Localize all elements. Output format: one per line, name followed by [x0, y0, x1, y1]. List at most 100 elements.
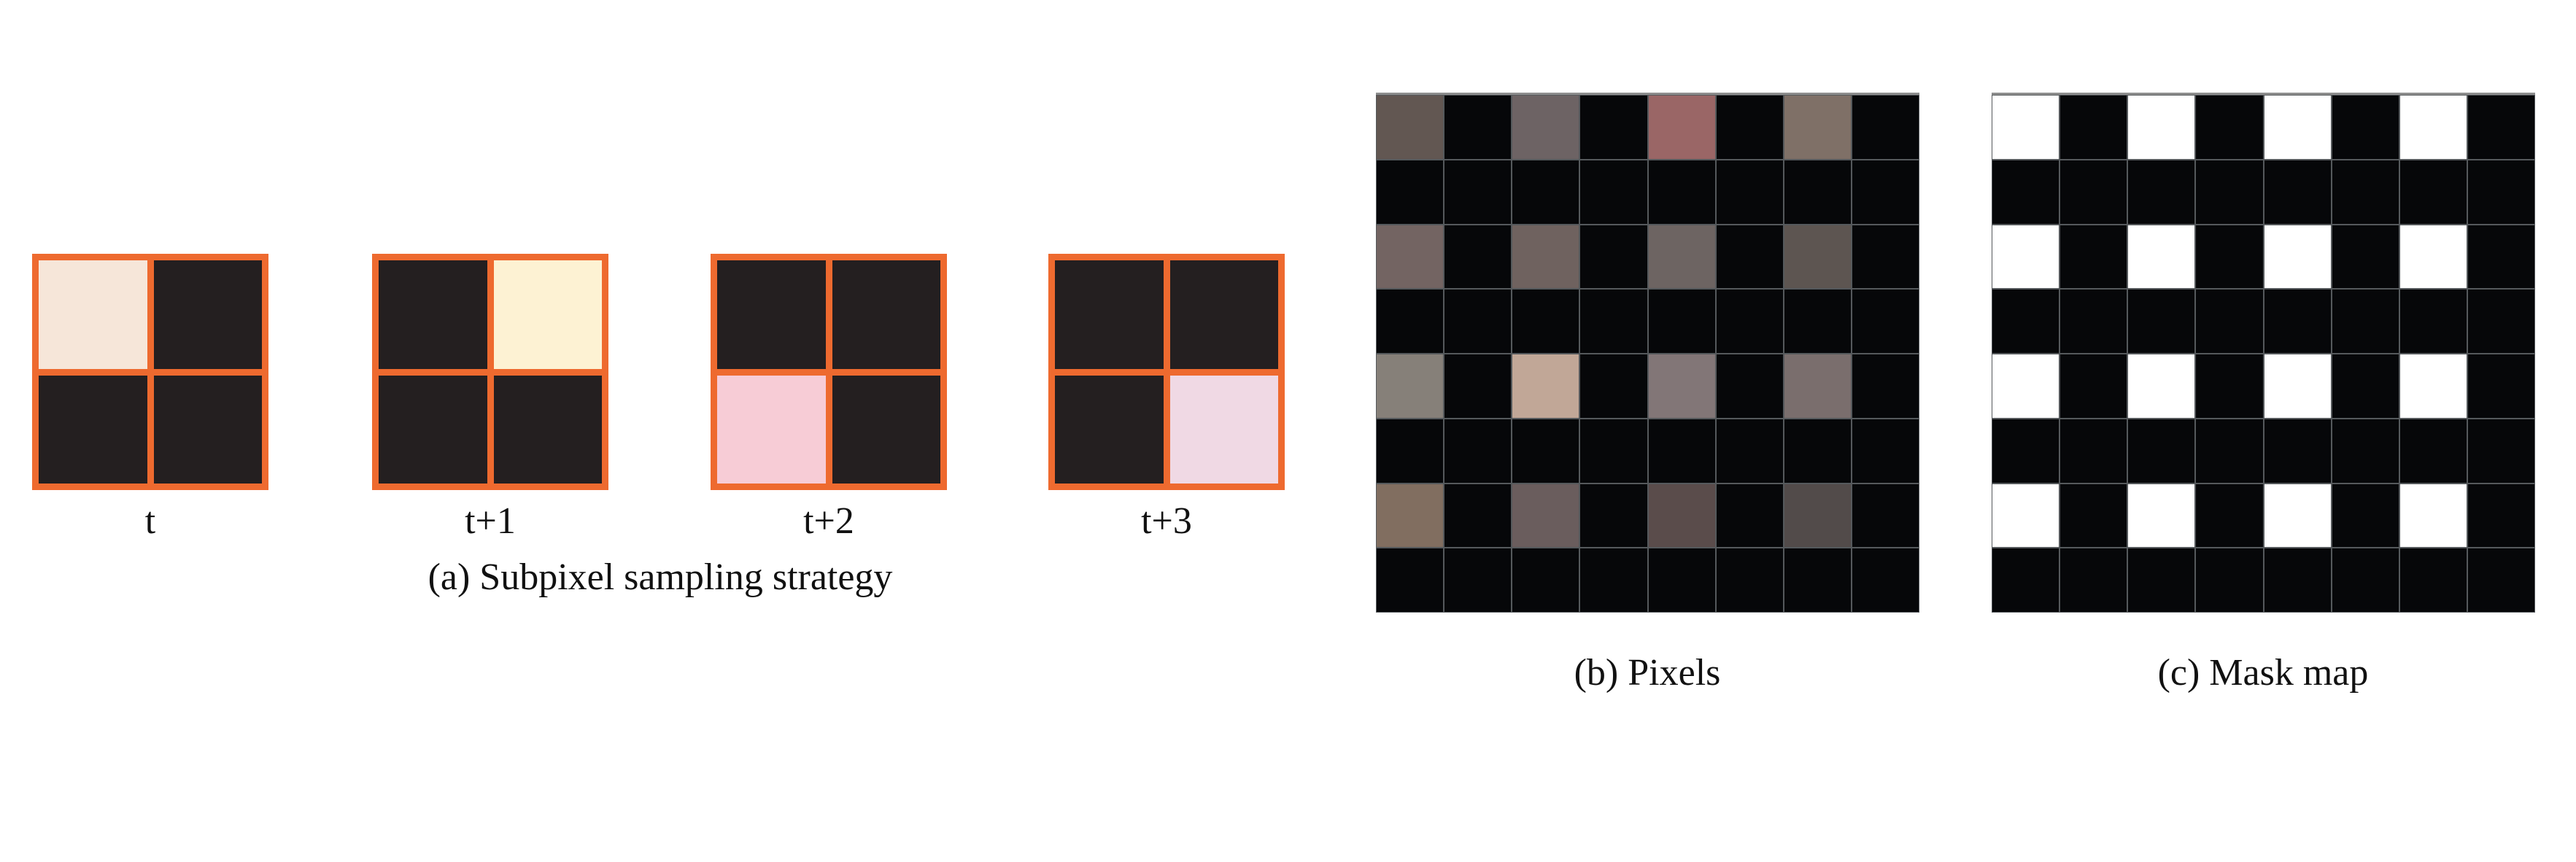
pixel [1851, 483, 1919, 548]
pixel [1647, 289, 1716, 354]
caption-subpixel-sampling: (a) Subpixel sampling strategy [428, 556, 893, 598]
pixel [1851, 224, 1919, 290]
mask-cell-off [2263, 418, 2332, 484]
pixel [1579, 548, 1648, 613]
mask-cell-on [2263, 483, 2332, 548]
pixel [1851, 95, 1919, 160]
mask-cell-off [2059, 354, 2128, 419]
mask-cell-off [2467, 483, 2535, 548]
mask-cell-off [2195, 159, 2264, 225]
subpixel [153, 260, 262, 369]
pixel [1444, 483, 1512, 548]
mask-cell-on [1992, 483, 2060, 548]
mask-cell-on [2399, 224, 2467, 290]
sampled-subpixel [1169, 375, 1278, 484]
frame-label-t: t [144, 500, 156, 542]
mask-cell-on [2399, 483, 2467, 548]
mask-cell-off [2059, 95, 2128, 160]
sampled-pixel [1512, 483, 1580, 548]
subpixel-frame-t2 [711, 254, 947, 490]
pixel [1783, 289, 1852, 354]
subpixel-frame-t3 [1048, 254, 1285, 490]
mask-cell-on [2263, 224, 2332, 290]
mask-cell-off [2263, 548, 2332, 613]
mask-cell-on [2399, 95, 2467, 160]
mask-cell-off [2331, 224, 2399, 290]
sampled-pixel [1647, 95, 1716, 160]
sampled-pixel [1512, 224, 1580, 290]
subpixel-frame-t [32, 254, 268, 490]
pixel [1579, 483, 1648, 548]
sampled-pixel [1376, 224, 1444, 290]
mask-cell-on [2127, 483, 2196, 548]
mask-cell-off [1992, 548, 2060, 613]
pixel [1444, 548, 1512, 613]
subpixel [379, 260, 487, 369]
mask-cell-on [1992, 224, 2060, 290]
pixel [1444, 354, 1512, 419]
pixel [1376, 418, 1444, 484]
sampled-pixel [1376, 483, 1444, 548]
pixel [1851, 159, 1919, 225]
pixel [1512, 548, 1580, 613]
sampled-subpixel [717, 375, 826, 484]
pixel [1851, 418, 1919, 484]
sampled-pixel [1376, 354, 1444, 419]
mask-cell-off [2331, 289, 2399, 354]
pixel [1715, 483, 1784, 548]
mask-cell-off [2467, 548, 2535, 613]
mask-cell-off [2127, 159, 2196, 225]
caption-pixels: (b) Pixels [1574, 652, 1721, 694]
sampled-pixel [1783, 483, 1852, 548]
mask-cell-off [2331, 483, 2399, 548]
mask-cell-off [2467, 224, 2535, 290]
mask-cell-off [2331, 548, 2399, 613]
mask-cell-off [2059, 289, 2128, 354]
sampled-pixel [1647, 483, 1716, 548]
pixel [1715, 418, 1784, 484]
pixel [1444, 418, 1512, 484]
mask-cell-off [2399, 289, 2467, 354]
mask-cell-off [2195, 418, 2264, 484]
mask-cell-on [2263, 95, 2332, 160]
pixel [1783, 418, 1852, 484]
subpixel [1169, 260, 1278, 369]
subpixel [493, 375, 602, 484]
pixel [1715, 354, 1784, 419]
subpixel [832, 375, 940, 484]
pixel [1579, 224, 1648, 290]
pixel [1647, 548, 1716, 613]
subpixel [1055, 375, 1164, 484]
mask-cell-off [2263, 289, 2332, 354]
pixel [1444, 159, 1512, 225]
mask-cell-off [2059, 224, 2128, 290]
mask-cell-off [1992, 289, 2060, 354]
sampled-pixel [1783, 354, 1852, 419]
subpixel [832, 260, 940, 369]
sampled-pixel [1376, 95, 1444, 160]
pixels-grid [1376, 93, 1919, 613]
mask-cell-off [2127, 548, 2196, 613]
pixel [1715, 224, 1784, 290]
mask-cell-off [2127, 289, 2196, 354]
mask-map-grid [1992, 93, 2535, 613]
mask-cell-on [2127, 354, 2196, 419]
pixel [1512, 418, 1580, 484]
pixel [1376, 289, 1444, 354]
mask-cell-on [2127, 95, 2196, 160]
pixel [1579, 95, 1648, 160]
pixel [1512, 159, 1580, 225]
pixel [1647, 159, 1716, 225]
pixel [1579, 418, 1648, 484]
mask-cell-off [2059, 159, 2128, 225]
mask-cell-off [2467, 354, 2535, 419]
pixel [1579, 289, 1648, 354]
caption-mask-map: (c) Mask map [2157, 652, 2369, 694]
mask-cell-off [2467, 418, 2535, 484]
pixel [1647, 418, 1716, 484]
sampled-pixel [1512, 354, 1580, 419]
pixel [1851, 289, 1919, 354]
mask-cell-off [2467, 289, 2535, 354]
mask-cell-off [2127, 418, 2196, 484]
mask-cell-off [2467, 95, 2535, 160]
